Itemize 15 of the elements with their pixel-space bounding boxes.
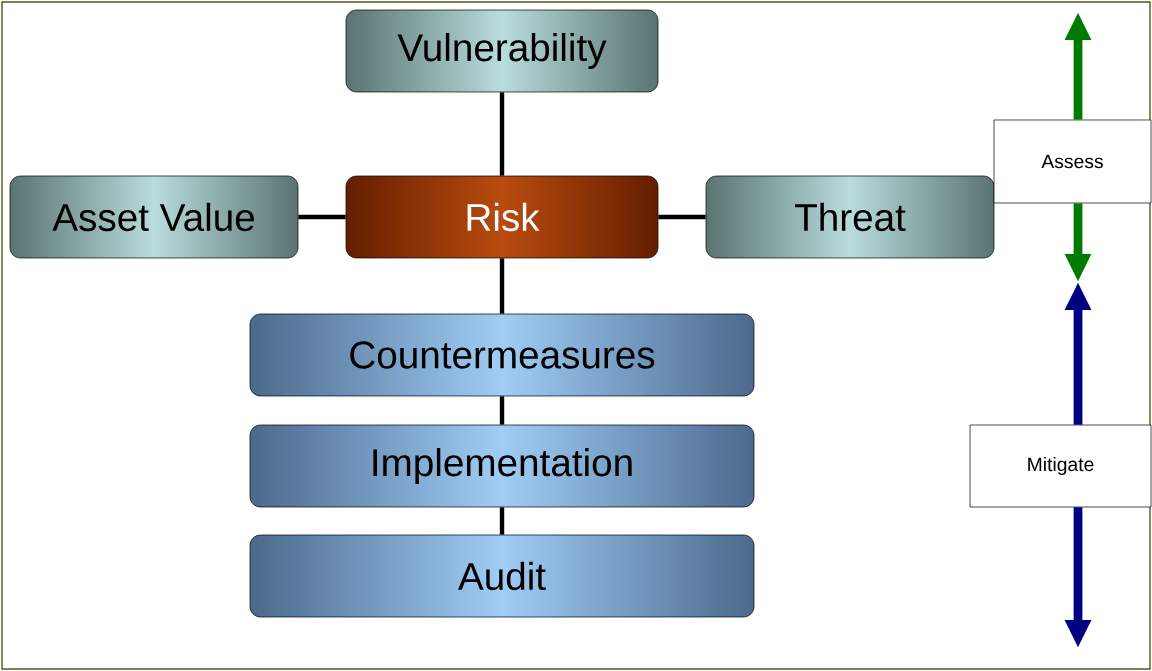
connector-line xyxy=(499,92,505,176)
risk-box: Risk xyxy=(345,175,659,259)
concept-box: Vulnerability xyxy=(345,9,659,93)
process-box: Implementation xyxy=(249,424,755,508)
label-box: Mitigate xyxy=(969,424,1152,508)
connector-line xyxy=(499,507,505,535)
concept-box: Threat xyxy=(705,175,995,259)
concept-box: Asset Value xyxy=(9,175,299,259)
process-box: Countermeasures xyxy=(249,313,755,397)
connector-line xyxy=(658,214,706,220)
label-box: Assess xyxy=(993,119,1152,204)
connector-line xyxy=(499,258,505,314)
connector-line xyxy=(298,214,346,220)
process-box: Audit xyxy=(249,534,755,618)
connector-line xyxy=(499,396,505,425)
